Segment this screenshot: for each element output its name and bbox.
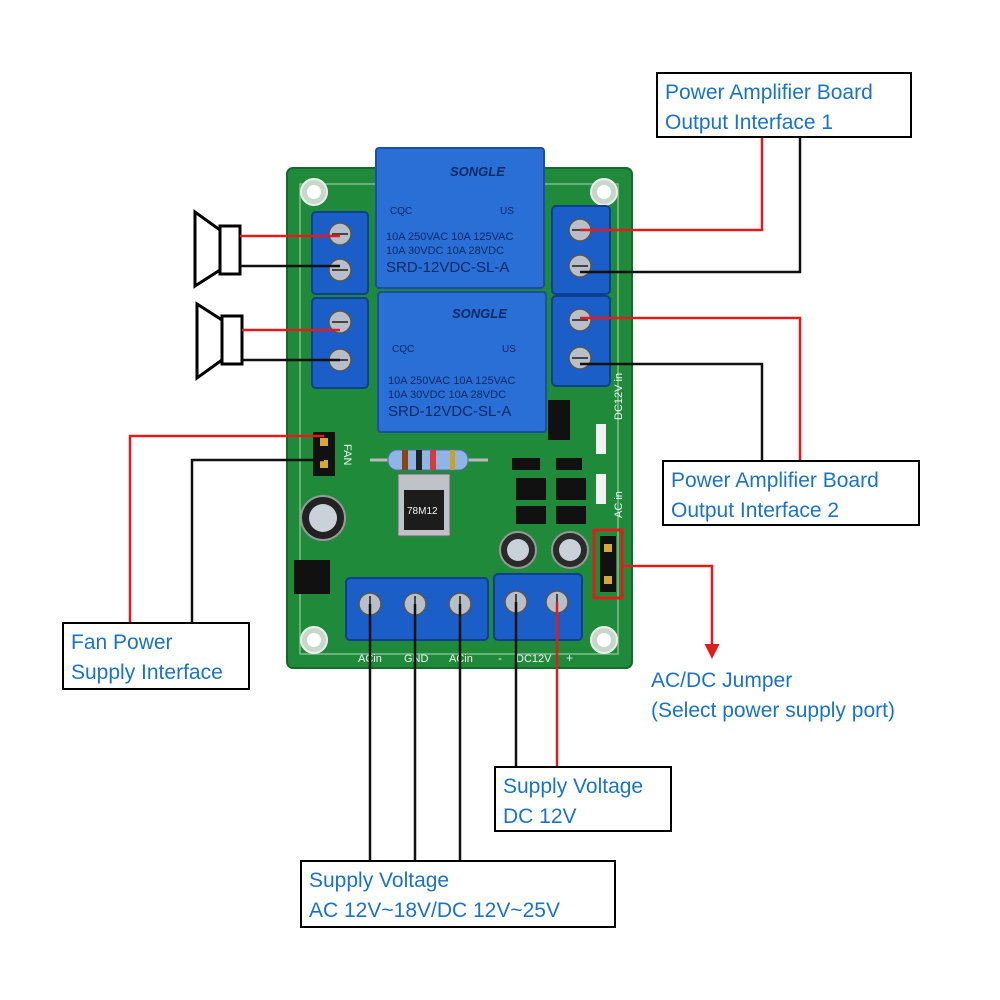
relay-brand: SONGLE <box>452 306 507 321</box>
input-terminal-block-1 <box>551 205 611 295</box>
dc-minus-label: - <box>498 651 502 665</box>
fan-label: FAN <box>341 444 353 465</box>
ac-in-label: AC in <box>613 491 625 518</box>
relay-rating-1: 10A 250VAC 10A 125VAC <box>388 375 515 387</box>
callout-line: Supply Voltage <box>503 775 644 798</box>
speaker-icon <box>195 301 244 381</box>
callout-power-amp-output-1: Power Amplifier Board Output Interface 1 <box>656 72 912 138</box>
note-line: AC/DC Jumper <box>651 669 793 692</box>
capacitors-right <box>499 531 589 569</box>
relay-ul: US <box>500 206 514 217</box>
resistor <box>370 449 488 471</box>
callout-line: AC 12V~18V/DC 12V~25V <box>309 899 560 922</box>
regulator-label: 78M12 <box>407 506 438 517</box>
relay-model: SRD-12VDC-SL-A <box>388 403 511 420</box>
callout-supply-dc12v: Supply Voltage DC 12V <box>494 766 672 832</box>
relay-cqc: CQC <box>390 206 412 217</box>
relay-cqc: CQC <box>392 344 414 355</box>
relay-brand: SONGLE <box>450 164 505 179</box>
callout-supply-voltage: Supply Voltage AC 12V~18V/DC 12V~25V <box>300 860 616 928</box>
fan-header: FAN <box>313 432 353 476</box>
dc12v-in-label: DC12V in <box>613 373 625 420</box>
relay-rating-2: 10A 30VDC 10A 28VDC <box>388 389 506 401</box>
dc12v-label: DC12V <box>516 653 552 665</box>
ac-dc-jumper <box>592 528 624 600</box>
callout-power-amp-output-2: Power Amplifier Board Output Interface 2 <box>662 460 920 526</box>
relay-rating-2: 10A 30VDC 10A 28VDC <box>386 245 504 257</box>
callout-fan-power-supply: Fan Power Supply Interface <box>62 622 250 690</box>
callout-line: DC 12V <box>503 805 577 828</box>
relay-ul: US <box>502 344 516 355</box>
callout-line: Power Amplifier Board <box>665 81 873 104</box>
callout-line: Output Interface 2 <box>671 499 840 522</box>
led-indicators: DC12V in AC in <box>596 373 625 518</box>
relay-2: SONGLE CQC US 10A 250VAC 10A 125VAC 10A … <box>377 291 547 433</box>
smd-parts <box>294 400 586 594</box>
wires <box>128 138 802 860</box>
speaker-terminal-block-1 <box>311 211 369 295</box>
dc-plus-label: + <box>566 651 573 665</box>
relay-rating-1: 10A 250VAC 10A 125VAC <box>386 231 513 243</box>
voltage-regulator: 78M12 <box>397 473 451 537</box>
relay-1: SONGLE CQC US 10A 250VAC 10A 125VAC 10A … <box>375 147 545 289</box>
callout-line: Supply Voltage <box>309 869 450 892</box>
callout-line: Power Amplifier Board <box>671 469 879 492</box>
note-ac-dc-jumper: AC/DC Jumper (Select power supply port) <box>651 666 895 726</box>
callout-line: Output Interface 1 <box>665 111 834 134</box>
note-line: (Select power supply port) <box>651 699 895 722</box>
callout-line: Fan Power <box>71 631 173 654</box>
input-terminal-block-2 <box>551 295 611 387</box>
mounting-holes <box>300 178 618 654</box>
capacitor-left <box>300 495 346 541</box>
speaker-terminal-block-2 <box>311 297 369 389</box>
supply-terminal-block: ACin GND ACin <box>345 577 489 665</box>
relay-model: SRD-12VDC-SL-A <box>386 259 509 276</box>
callout-line: Supply Interface <box>71 661 223 684</box>
speaker-icon <box>193 209 242 289</box>
